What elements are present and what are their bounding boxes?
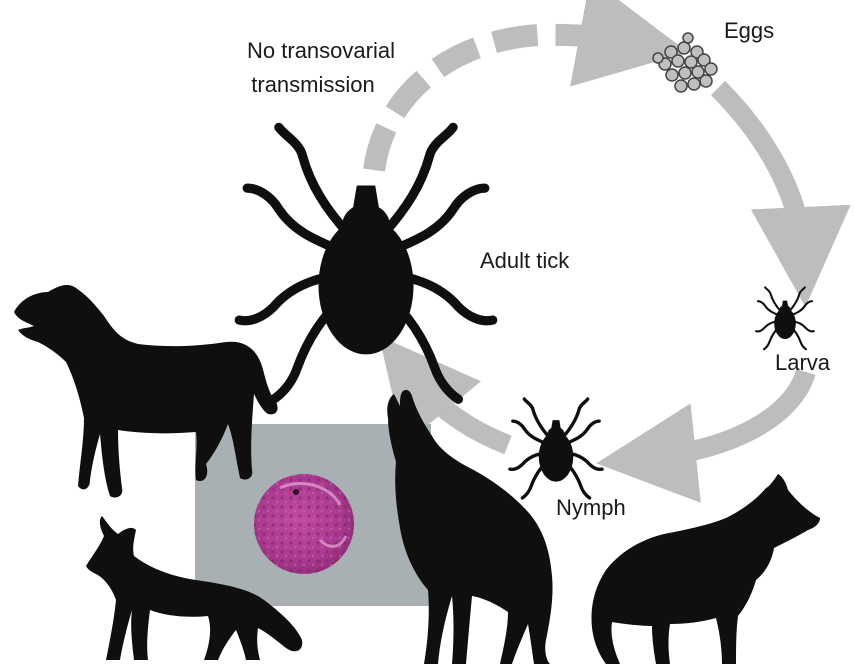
larva-label: Larva	[775, 350, 831, 375]
adult-tick-label: Adult tick	[480, 248, 570, 273]
larva-tick-icon	[756, 287, 814, 349]
jackal-silhouette	[592, 474, 820, 664]
eggs-to-larva-arrow	[718, 88, 803, 255]
eggs-label: Eggs	[724, 18, 774, 43]
nymph-tick-icon	[510, 399, 602, 498]
no-transovarial-label-line2: transmission	[251, 72, 374, 97]
no-transovarial-transmission-arrow	[374, 35, 632, 170]
no-transovarial-label-line1: No transovarial	[247, 38, 395, 63]
eggs-cluster-icon	[653, 33, 717, 92]
nymph-label: Nymph	[556, 495, 626, 520]
larva-to-nymph-arrow	[648, 372, 806, 458]
